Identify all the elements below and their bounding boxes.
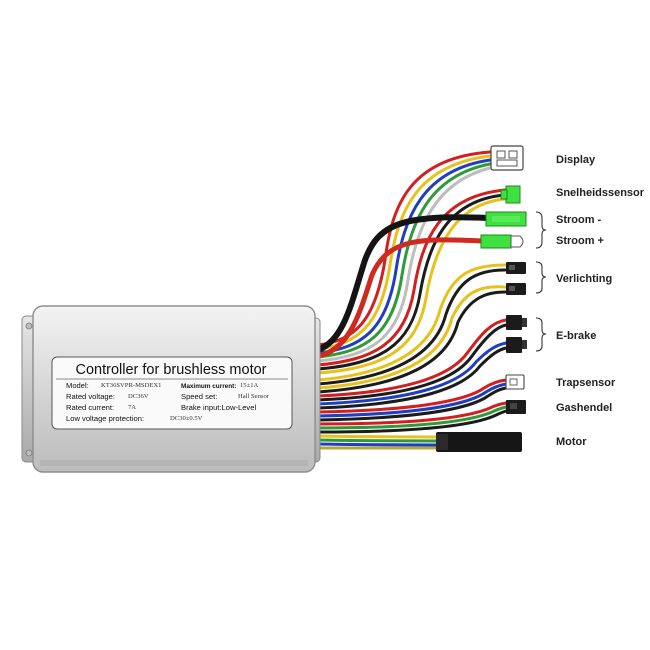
model-label: Model: (66, 381, 89, 390)
max-current-label: Maximum current: (181, 383, 236, 390)
power-plus-wire (315, 237, 486, 359)
brake-input-label: Brake input:Low-Level (181, 403, 256, 412)
power-plus-connector (480, 234, 524, 249)
ebrake-connector (506, 315, 527, 353)
model-value: KT36SVPR-MSDEX1 (101, 382, 161, 389)
display-wire-blue (316, 158, 492, 355)
brace-ebrake (535, 317, 547, 352)
rated-current-label: Rated current: (66, 403, 114, 412)
lighting-wire-black-2 (316, 290, 507, 394)
throttle-wire-red (316, 401, 508, 426)
label-pedal-sensor: Trapsensor (556, 377, 616, 389)
rated-voltage-value: DC36V (128, 393, 149, 400)
low-voltage-label: Low voltage protection: (66, 414, 144, 423)
throttle-wire-green (316, 405, 508, 430)
brace-lighting (535, 261, 547, 294)
label-lighting: Verlichting (556, 273, 612, 285)
connector-labels: Display Snelheidssensor Stroom - Stroom … (556, 154, 645, 448)
label-motor: Motor (556, 436, 587, 448)
brace-current (535, 211, 547, 249)
throttle-wire-black (316, 409, 508, 434)
throttle-connector (506, 400, 526, 414)
ebrake-wire-blue (316, 341, 508, 406)
lighting-wire-yellow-2 (316, 285, 507, 390)
pedal-sensor-wire-red (316, 378, 508, 414)
label-ebrake: E-brake (556, 330, 596, 342)
controller-housing: Controller for brushless motor Model: KT… (21, 305, 321, 473)
ebrake-wire-red (316, 318, 508, 398)
wire-harness (315, 150, 508, 450)
max-current-value: 15±1A (240, 382, 259, 389)
connectors (436, 145, 527, 452)
controller-title: Controller for brushless motor (76, 362, 267, 378)
lighting-connector (506, 262, 526, 295)
display-wire-white (316, 166, 492, 363)
pedal-sensor-wire-blue (316, 382, 508, 418)
motor-wire-green (316, 438, 442, 443)
speed-sensor-wire-black (316, 193, 507, 371)
ebrake-wire-black-2 (316, 346, 508, 410)
rated-current-value: 7A (128, 404, 136, 411)
rated-voltage-label: Rated voltage: (66, 392, 115, 401)
motor-connector (436, 432, 522, 452)
label-braces (535, 211, 547, 352)
display-wire-yellow (316, 154, 492, 351)
motor-wire-yellow (316, 434, 442, 439)
low-voltage-value: DC30±0.5V (170, 415, 203, 422)
speed-set-value: Hall Sensor (238, 393, 270, 400)
speed-sensor-connector (500, 185, 521, 204)
power-minus-wire (315, 214, 491, 353)
motor-wire-blue (316, 442, 442, 447)
label-current-minus: Stroom - (556, 214, 602, 226)
label-current-plus: Stroom + (556, 235, 604, 247)
display-connector (490, 145, 524, 171)
label-speed-sensor: Snelheidssensor (556, 187, 645, 199)
lighting-wire-black (316, 268, 507, 386)
pedal-sensor-connector (505, 374, 525, 390)
speed-set-label: Speed set: (181, 392, 217, 401)
speed-sensor-wire-red (316, 188, 507, 367)
power-minus-connector (485, 211, 527, 227)
lighting-wire-yellow (316, 263, 507, 382)
ebrake-wire-black (316, 323, 508, 402)
pedal-sensor-wire-black (316, 386, 508, 422)
display-wire-green (316, 162, 492, 359)
label-throttle: Gashendel (556, 402, 612, 414)
label-display: Display (556, 154, 596, 166)
